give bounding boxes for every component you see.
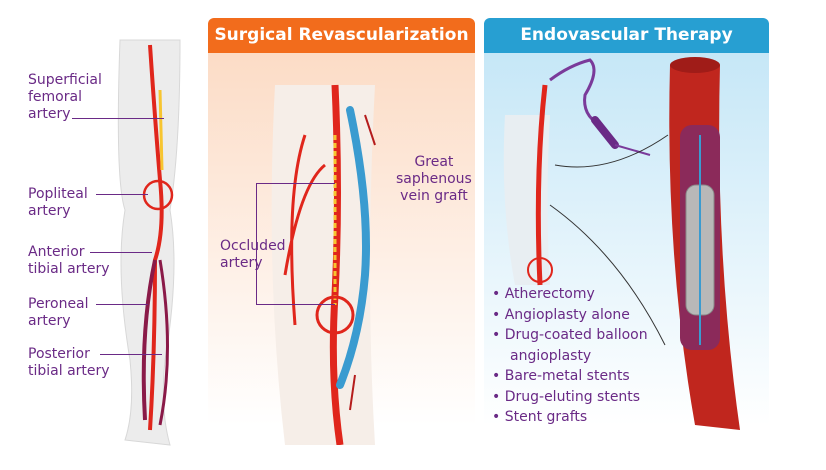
list-item: Drug-eluting stents [492,387,648,408]
leader-line [90,252,152,253]
list-item: Bare-metal stents [492,366,648,387]
endovascular-illustration [503,57,740,430]
leader-line [96,194,148,195]
endovascular-header: Endovascular Therapy [484,18,769,53]
leader-line [72,118,164,119]
leader-line [100,354,162,355]
list-item: Atherectomy [492,284,648,305]
leg-illustration [117,39,181,446]
list-item: Angioplasty alone [492,305,648,326]
list-item-continued: angioplasty [510,347,592,364]
leader-line [96,304,148,305]
treatment-list: Atherectomy Angioplasty alone Drug-coate… [492,284,648,428]
list-item: Stent grafts [492,407,648,428]
occlusion-bracket [256,183,335,305]
surgical-header: Surgical Revascularization [208,18,475,53]
bypass-illustration [271,84,376,445]
list-item: Drug-coated balloon [492,325,648,346]
